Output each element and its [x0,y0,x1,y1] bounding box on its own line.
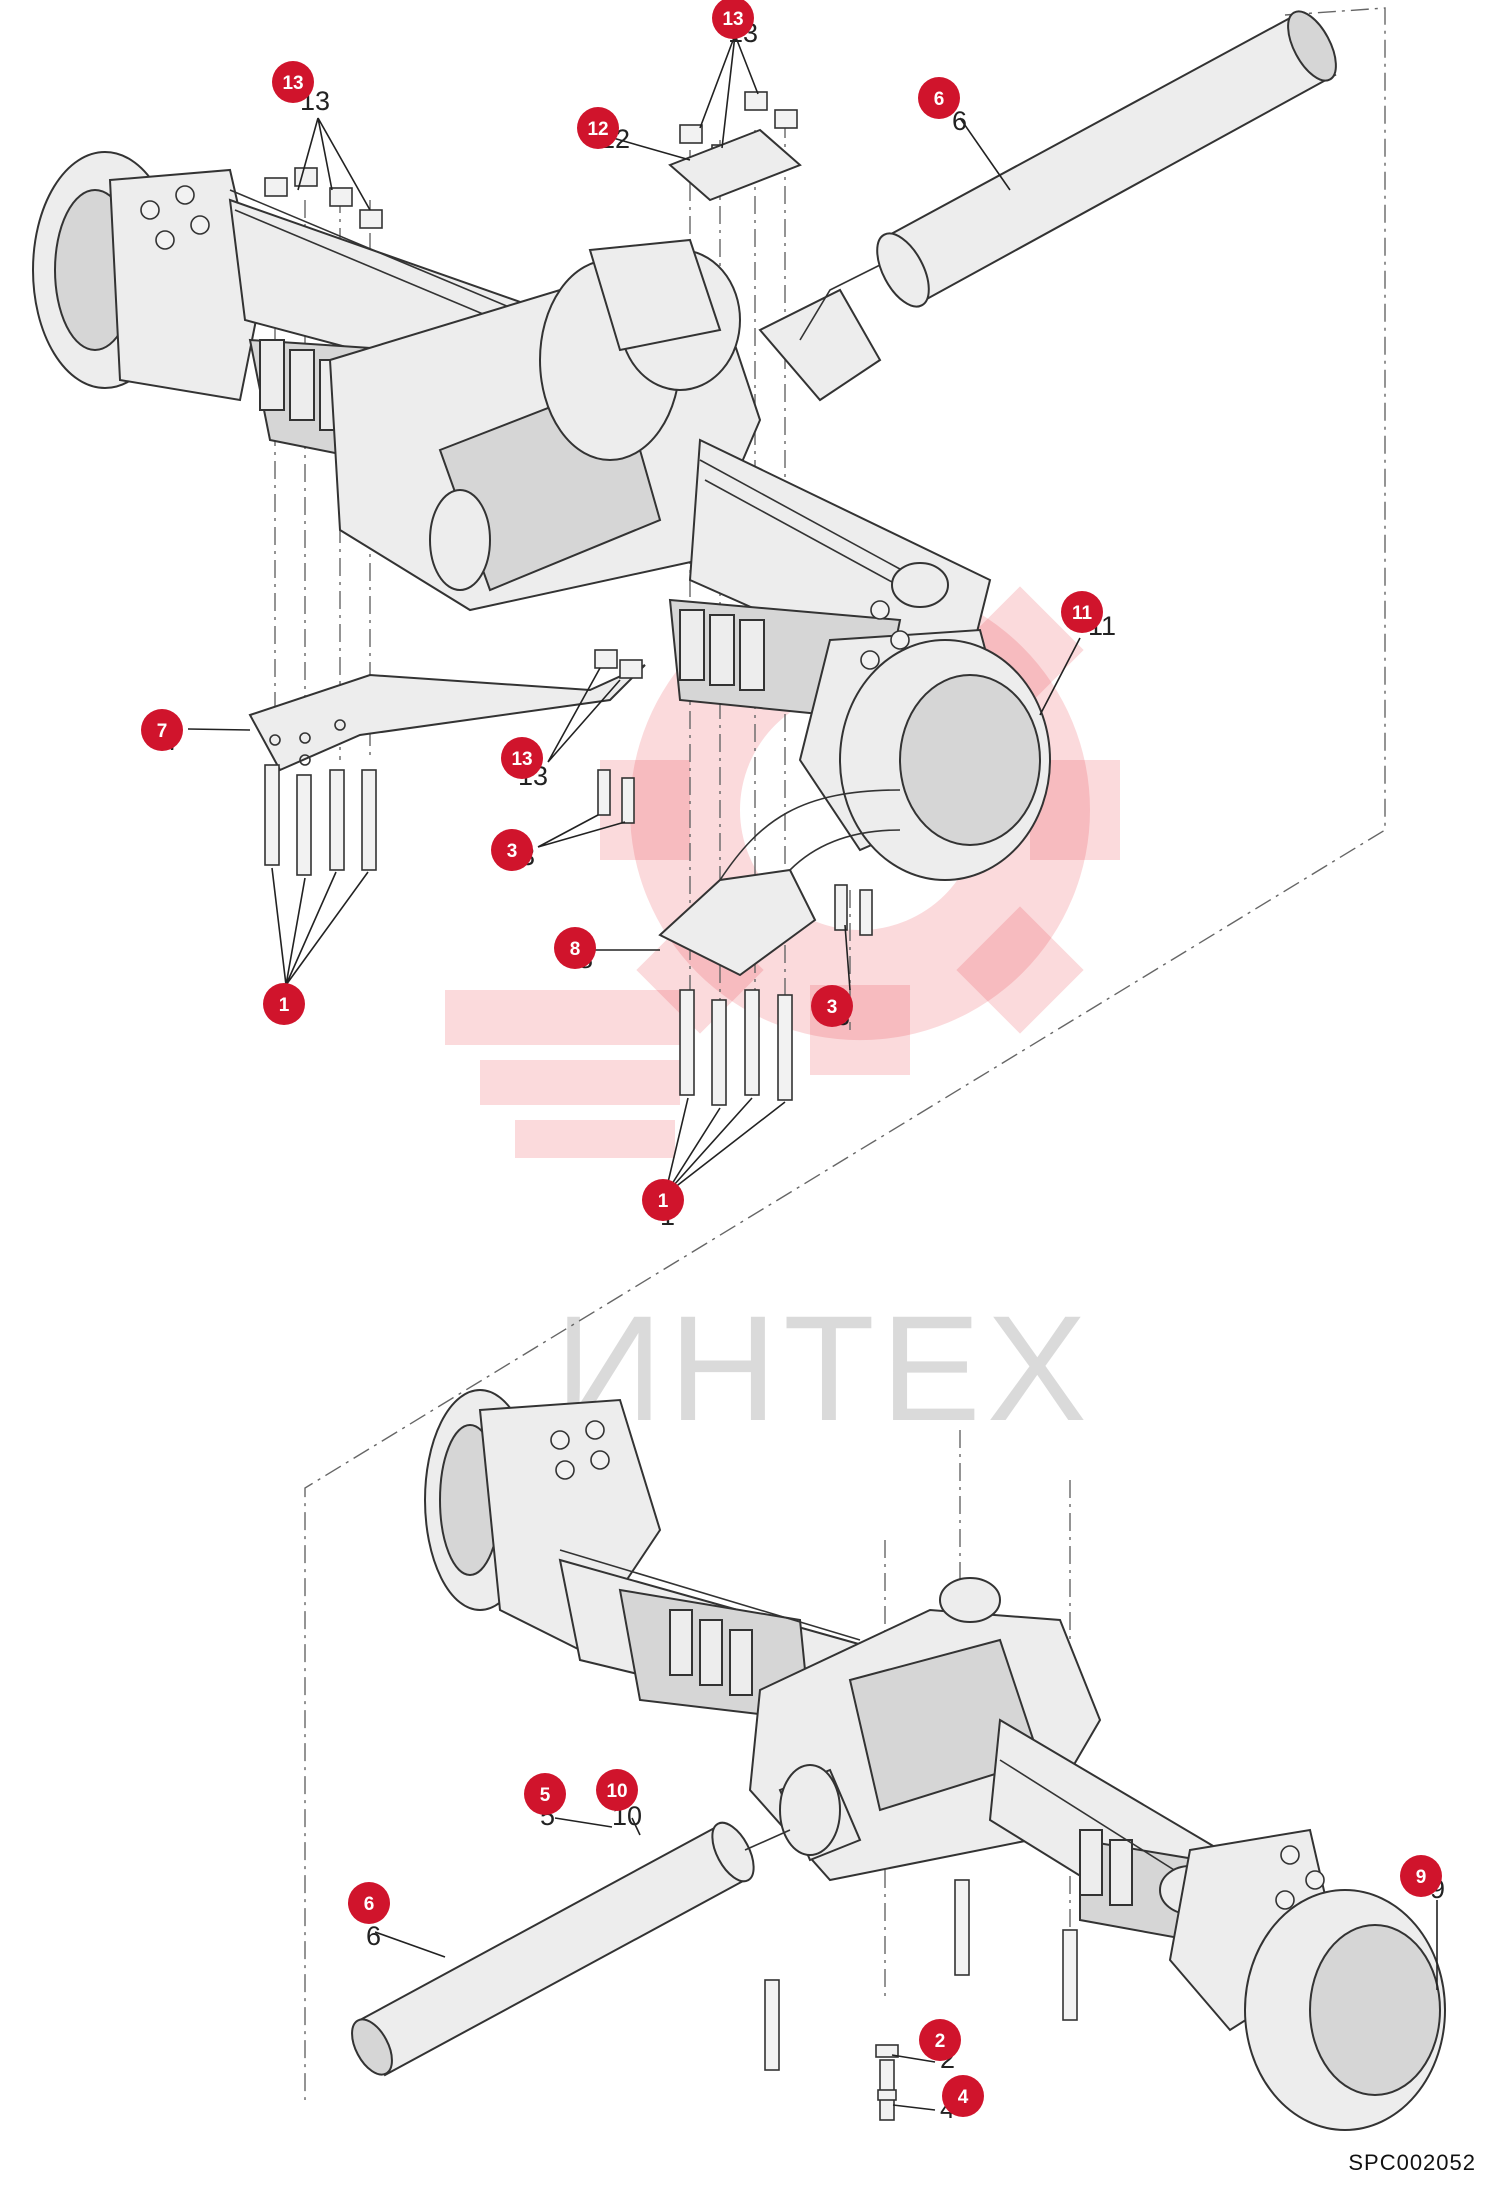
callout-badge-2[interactable]: 2 [919,2019,961,2061]
svg-text:2: 2 [935,2031,946,2052]
bolts-3-left [597,769,635,824]
callout-badge-1[interactable]: 1 [642,1179,684,1221]
upper-drive-shaft [799,10,1337,341]
callout-badge-6[interactable]: 6 [918,77,960,119]
svg-text:3: 3 [507,841,518,862]
callout-badge-11[interactable]: 11 [1061,591,1103,633]
svg-text:4: 4 [958,2087,969,2108]
callout-badge-6[interactable]: 6 [348,1882,390,1924]
svg-text:10: 10 [606,1781,627,1802]
mount-plate-8 [658,789,901,977]
bolts-3-right [834,884,873,936]
svg-text:12: 12 [587,119,608,140]
svg-text:11: 11 [1072,603,1093,624]
svg-text:1: 1 [279,995,290,1016]
svg-text:6: 6 [364,1894,375,1915]
svg-text:5: 5 [540,1785,551,1806]
label-6: 6 [366,1921,381,1951]
callout-badges: 13 13 12 6 11 7 13 3 1 8 3 1 5 10 6 9 2 … [141,0,1442,2117]
callout-badge-4[interactable]: 4 [942,2075,984,2117]
bolts-1-right [679,989,793,1106]
svg-text:1: 1 [658,1191,669,1212]
svg-text:9: 9 [1416,1867,1427,1888]
svg-text:13: 13 [511,749,532,770]
lower-drive-shaft [351,1821,791,2077]
svg-text:7: 7 [157,721,168,742]
leader-lines [187,34,1438,2111]
callout-badge-7[interactable]: 7 [141,709,183,751]
callout-badge-12[interactable]: 12 [577,107,619,149]
callout-badge-9[interactable]: 9 [1400,1855,1442,1897]
callout-badge-13[interactable]: 13 [272,61,314,103]
nuts-13-middle [668,91,802,202]
label-6: 6 [952,106,967,136]
svg-text:3: 3 [827,997,838,1018]
callout-badge-10[interactable]: 10 [596,1769,638,1811]
diagram-code-label: SPC002052 [1348,2150,1476,2175]
callout-badge-13[interactable]: 13 [712,0,754,39]
nuts-13-lower [594,649,643,679]
svg-text:8: 8 [570,939,581,960]
bolts-bottom [764,1879,1078,2121]
callout-badge-3[interactable]: 3 [491,829,533,871]
callout-badge-8[interactable]: 8 [554,927,596,969]
bolts-1-left [264,764,377,876]
callout-badge-5[interactable]: 5 [524,1773,566,1815]
watermark-text: ИНТЕХ [555,1284,1093,1452]
callout-badge-13[interactable]: 13 [501,737,543,779]
mount-plate-7 [248,664,646,772]
svg-text:6: 6 [934,89,945,110]
callout-badge-1[interactable]: 1 [263,983,305,1025]
rear-axle-assembly [424,1389,1446,2131]
svg-text:13: 13 [722,9,743,30]
callout-badge-3[interactable]: 3 [811,985,853,1027]
svg-text:13: 13 [282,73,303,94]
front-axle-assembly [32,151,1051,881]
